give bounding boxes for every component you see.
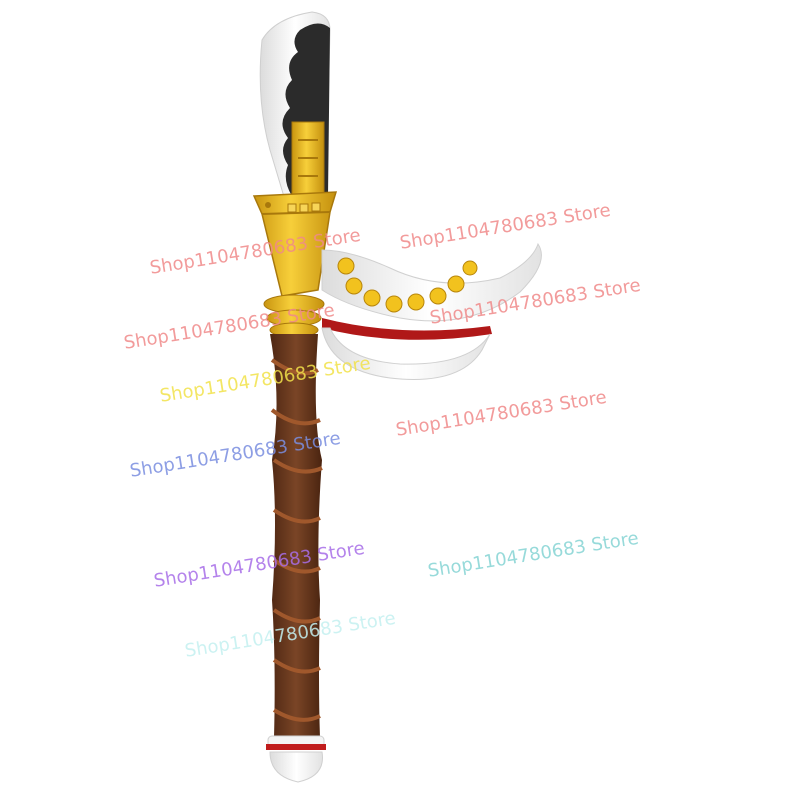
blade-collar <box>291 121 325 199</box>
red-band <box>266 744 326 750</box>
guard-gold-beads <box>337 257 478 313</box>
butt-cap <box>266 735 326 783</box>
gold-socket <box>252 191 338 338</box>
hand-guard <box>321 242 542 380</box>
shaft <box>270 334 323 738</box>
guard-red-band <box>322 318 492 340</box>
guard-white-loop <box>321 327 491 380</box>
shaft-wrap <box>270 358 323 722</box>
blade <box>259 11 331 201</box>
